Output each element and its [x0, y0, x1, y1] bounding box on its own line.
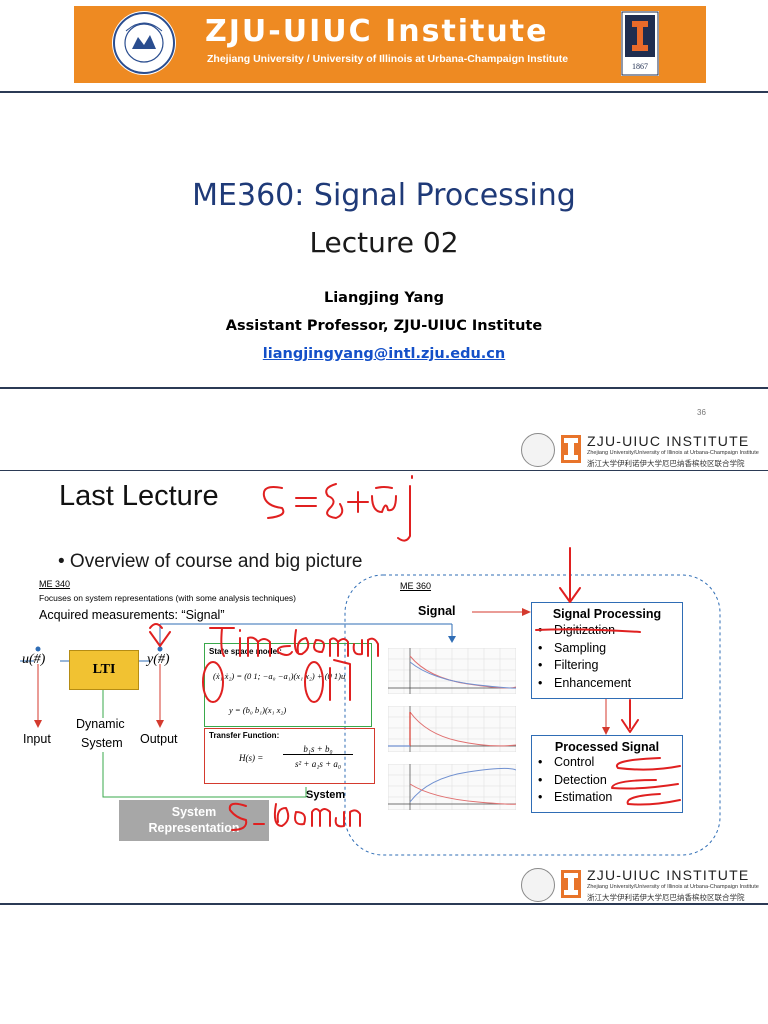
illinois-logo: 1867 — [621, 11, 659, 76]
slide1-bottom-rule — [0, 387, 768, 389]
signal-plot-3 — [388, 764, 516, 810]
sp-item: Filtering — [532, 657, 682, 675]
slide2-title: Last Lecture — [59, 480, 219, 512]
footer-logo-chinese: 浙江大学伊利诺伊大学厄巴纳香槟校区联合学院 — [587, 893, 745, 902]
presenter-role: Assistant Professor, ZJU-UIUC Institute — [225, 318, 543, 334]
page-number: 36 — [697, 408, 706, 417]
state-space-equation2: y = (b₀ b₁)(x₁ x₂) — [229, 705, 287, 715]
ps-item: Control — [532, 754, 682, 772]
header-illinois-icon — [561, 435, 581, 463]
ps-item: Detection — [532, 772, 682, 790]
acquired-measurements: Acquired measurements: “Signal” — [39, 608, 225, 622]
sysrep-line1: System — [171, 805, 217, 819]
sysrep-line2: Representation — [148, 821, 240, 835]
transfer-function-lhs: H(s) = — [239, 753, 264, 763]
slide2-bottom-rule — [0, 903, 768, 905]
transfer-function-denominator: s² + a₁s + a₀ — [294, 759, 342, 769]
diagram-connectors — [20, 574, 721, 856]
handwritten-annotations — [149, 475, 681, 831]
me340-label: ME 340 — [39, 579, 71, 589]
overview-bullet: • Overview of course and big picture — [58, 551, 363, 572]
header-seal-icon — [521, 433, 555, 467]
input-label: Input — [23, 732, 51, 746]
processed-signal-box: Processed Signal Control Detection Estim… — [531, 735, 683, 813]
sp-item: Enhancement — [532, 675, 682, 693]
me360-label: ME 360 — [400, 581, 432, 591]
zju-seal-icon — [113, 12, 175, 74]
transfer-function-label: Transfer Function: — [209, 731, 280, 740]
signal-label: Signal — [418, 604, 456, 618]
zju-seal-logo — [112, 11, 176, 75]
sp-item: Sampling — [532, 640, 682, 658]
system-label: System — [81, 736, 123, 750]
presenter-email-link[interactable]: liangjingyang@intl.zju.edu.cn — [262, 346, 506, 362]
signal-plot-1 — [388, 648, 516, 694]
footer-logo-title: ZJU-UIUC INSTITUTE — [587, 867, 750, 883]
processed-signal-list: Control Detection Estimation — [532, 754, 682, 807]
signal-plot-2 — [388, 706, 516, 752]
u-signal-label: u(#) — [22, 652, 46, 667]
me340-description: Focuses on system representations (with … — [39, 593, 297, 603]
transfer-function-numerator: b₁s + b₀ — [283, 744, 353, 755]
banner-subtitle: Zhejiang University / University of Illi… — [207, 53, 569, 65]
signal-processing-box: Signal Processing Digitization Sampling … — [531, 602, 683, 699]
state-space-box: State space model: (ẋ₁ ẋ₂) = (0 1; −a₀ −… — [204, 643, 372, 727]
slide1-lecture: Lecture 02 — [309, 226, 459, 259]
slide1-title: ME360: Signal Processing — [192, 178, 576, 213]
state-space-label: State space model: — [209, 647, 282, 656]
illinois-i-icon: 1867 — [621, 11, 659, 76]
state-space-equation1: (ẋ₁ ẋ₂) = (0 1; −a₀ −a₁)(x₁ x₂) + (0 1)u — [213, 671, 346, 681]
header-logo-subtitle: Zhejiang University/University of Illino… — [587, 450, 759, 456]
divider-top — [0, 91, 768, 93]
slide2-header-rule — [0, 470, 768, 471]
system-tag: System — [306, 789, 346, 801]
institute-banner — [74, 6, 706, 83]
signal-processing-title: Signal Processing — [552, 607, 662, 621]
footer-illinois-icon — [561, 870, 581, 898]
banner-title: ZJU-UIUC Institute — [205, 14, 549, 49]
header-logo-title: ZJU-UIUC INSTITUTE — [587, 433, 750, 449]
transfer-function-box: Transfer Function: H(s) = b₁s + b₀ s² + … — [204, 728, 375, 784]
footer-logo-subtitle: Zhejiang University/University of Illino… — [587, 884, 759, 890]
header-logo-chinese: 浙江大学伊利诺伊大学厄巴纳香槟校区联合学院 — [587, 459, 745, 468]
presenter-name: Liangjing Yang — [323, 290, 445, 306]
ps-item: Estimation — [532, 789, 682, 807]
output-label: Output — [140, 732, 178, 746]
processed-signal-title: Processed Signal — [554, 740, 660, 754]
lti-block: LTI — [69, 650, 139, 690]
dynamic-label: Dynamic — [76, 717, 125, 731]
illinois-year: 1867 — [632, 62, 648, 71]
footer-seal-icon — [521, 868, 555, 902]
y-signal-label: y(#) — [147, 652, 170, 667]
